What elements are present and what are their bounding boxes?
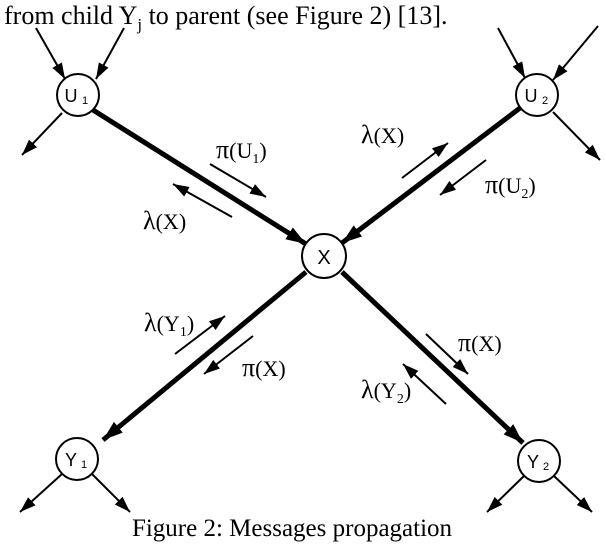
arrow-out-u2 — [552, 111, 601, 161]
edge-u2-x — [340, 106, 522, 245]
node-u1-sub: 1 — [82, 95, 88, 107]
node-y1-label: Y — [65, 450, 77, 470]
node-y2-sub: 2 — [543, 461, 549, 473]
node-u1: U 1 — [56, 73, 100, 117]
msg-arrow-pi-x-1 — [203, 335, 254, 375]
arrow-out-u1 — [21, 112, 63, 156]
arrow-out-y2-right — [553, 475, 593, 513]
node-y2: Y 2 — [517, 439, 561, 483]
msg-label-pi-x-1: π(X) — [242, 353, 286, 382]
msg-arrow-pi-u2 — [439, 159, 487, 196]
node-u2-label: U — [525, 86, 538, 106]
edge-x-y2 — [340, 270, 525, 445]
msg-arrow-pi-u1 — [209, 163, 267, 198]
msg-arrow-lambda-x-1 — [172, 183, 233, 218]
msg-arrow-lambda-x-2 — [401, 142, 449, 179]
arrow-out-y2-left — [486, 475, 525, 513]
msg-arrow-pi-x-2 — [425, 333, 469, 375]
node-x-label: X — [317, 247, 330, 269]
msg-label-lambda-x-1: λ(X) — [143, 206, 186, 235]
msg-label-lambda-y1: λ(Y1) — [144, 308, 194, 340]
node-y2-label: Y — [527, 452, 539, 472]
arrow-in-u1-left — [35, 27, 66, 80]
header-text: from child Yj to parent (see Figure 2) [… — [4, 1, 447, 34]
arrow-in-u2-left — [497, 27, 526, 79]
msg-arrow-lambda-y2 — [402, 363, 447, 405]
msg-label-pi-x-2: π(X) — [458, 328, 502, 357]
msg-arrow-lambda-y1 — [174, 315, 226, 355]
edge-x-y1 — [101, 270, 308, 442]
node-y1-sub: 1 — [81, 459, 87, 471]
node-y1: Y 1 — [55, 437, 99, 481]
msg-label-lambda-x-2: λ(X) — [361, 120, 404, 149]
node-u2: U 2 — [515, 73, 559, 117]
arrow-in-u2-right — [552, 25, 599, 81]
node-u2-sub: 2 — [542, 95, 548, 107]
arrow-out-y1-left — [19, 473, 63, 513]
msg-label-pi-u2: π(U2) — [485, 170, 536, 202]
edge-u1-x — [91, 107, 308, 247]
arrow-out-y1-right — [91, 473, 131, 513]
arrow-in-u1-right — [95, 27, 125, 80]
msg-label-pi-u1: π(U1) — [216, 135, 267, 167]
node-u1-label: U — [65, 86, 78, 106]
node-x: X — [301, 233, 347, 279]
msg-label-lambda-y2: λ(Y2) — [361, 375, 411, 407]
figure-caption: Figure 2: Messages propagation — [132, 515, 453, 542]
